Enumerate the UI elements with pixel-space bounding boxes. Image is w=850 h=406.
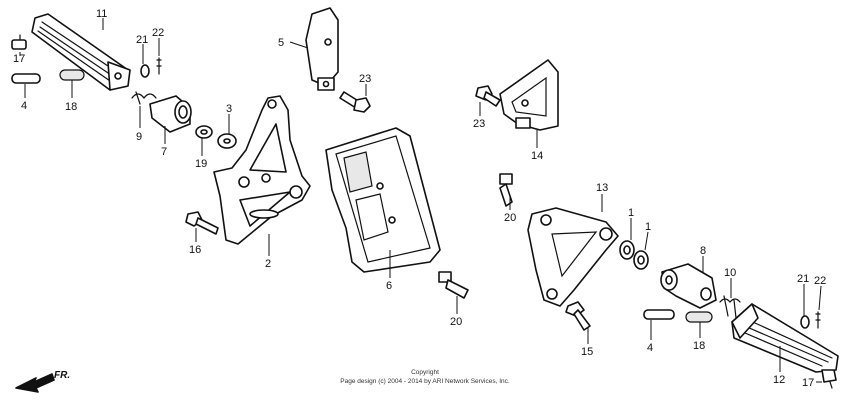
pin-4-right[interactable] bbox=[643, 309, 675, 320]
callout-20-lower: 20 bbox=[450, 316, 462, 328]
clip-22-left[interactable] bbox=[156, 57, 162, 75]
pin-17-left[interactable] bbox=[11, 34, 27, 50]
callout-1-a: 1 bbox=[628, 207, 634, 219]
callout-8: 8 bbox=[700, 245, 706, 257]
callout-6: 6 bbox=[386, 280, 392, 292]
callout-21-left: 21 bbox=[136, 34, 148, 46]
callout-4-right: 4 bbox=[647, 342, 653, 354]
bolt-23-right[interactable] bbox=[475, 85, 501, 107]
callout-10: 10 bbox=[724, 267, 736, 279]
clip-22-right[interactable] bbox=[815, 311, 821, 329]
heel-guard-14[interactable] bbox=[499, 59, 559, 131]
bolt-15[interactable] bbox=[565, 301, 591, 331]
spring-10[interactable] bbox=[719, 295, 741, 319]
callout-17-right: 17 bbox=[802, 377, 814, 389]
callout-11: 11 bbox=[96, 8, 107, 20]
right-footpeg[interactable] bbox=[731, 303, 839, 373]
pin-18-left[interactable] bbox=[59, 69, 85, 81]
spring-9-left[interactable] bbox=[131, 91, 157, 105]
left-footpeg[interactable] bbox=[31, 13, 131, 91]
callout-14: 14 bbox=[531, 150, 543, 162]
heel-guard-5[interactable] bbox=[305, 7, 339, 91]
callout-22-right: 22 bbox=[814, 275, 826, 287]
bracket-8[interactable] bbox=[660, 263, 717, 309]
washer-3-left[interactable] bbox=[217, 133, 237, 149]
callout-2: 2 bbox=[265, 258, 271, 270]
callout-1-b: 1 bbox=[645, 221, 651, 233]
callout-13: 13 bbox=[596, 182, 608, 194]
callout-22-left: 22 bbox=[152, 27, 164, 39]
copyright-line-2: Page design (c) 2004 - 2014 by ARI Netwo… bbox=[340, 378, 510, 385]
callout-15: 15 bbox=[581, 346, 593, 358]
washer-21-right[interactable] bbox=[800, 315, 810, 329]
pin-4-left[interactable] bbox=[11, 73, 41, 84]
step-holder-13[interactable] bbox=[527, 207, 619, 307]
callout-21-right: 21 bbox=[797, 273, 809, 285]
callout-12: 12 bbox=[773, 374, 785, 386]
pin-18-right[interactable] bbox=[685, 311, 713, 323]
pin-17-right[interactable] bbox=[821, 369, 837, 389]
bolt-20-lower[interactable] bbox=[438, 271, 469, 299]
callout-18-left: 18 bbox=[65, 101, 77, 113]
callout-5: 5 bbox=[278, 37, 284, 49]
copyright-notice: Copyright Page design (c) 2004 - 2014 by… bbox=[340, 369, 510, 385]
cover-6[interactable] bbox=[325, 127, 441, 273]
callout-20-upper: 20 bbox=[504, 212, 516, 224]
washer-1-b[interactable] bbox=[633, 250, 649, 270]
front-direction-arrow: FR. bbox=[15, 370, 70, 393]
leader-lines bbox=[19, 18, 822, 383]
washer-21-left[interactable] bbox=[140, 64, 150, 78]
callout-17-left: 17 bbox=[13, 53, 25, 65]
bolt-16[interactable] bbox=[185, 211, 219, 235]
callout-23-right: 23 bbox=[473, 118, 485, 130]
washer-19-left[interactable] bbox=[195, 125, 213, 139]
step-holder-2[interactable] bbox=[213, 95, 311, 245]
callout-4-left: 4 bbox=[21, 100, 27, 112]
callout-9: 9 bbox=[136, 131, 142, 143]
callout-23-left: 23 bbox=[359, 73, 371, 85]
svg-text:FR.: FR. bbox=[54, 370, 70, 381]
callout-19: 19 bbox=[195, 158, 207, 170]
washer-1-a[interactable] bbox=[619, 240, 635, 260]
bracket-7-left[interactable] bbox=[149, 95, 192, 133]
callout-7: 7 bbox=[161, 146, 167, 158]
callout-18-right: 18 bbox=[693, 340, 705, 352]
callout-3: 3 bbox=[226, 103, 232, 115]
callout-labels: 11 21 22 17 4 18 9 7 19 3 5 23 2 16 6 20… bbox=[13, 8, 826, 389]
callout-16: 16 bbox=[189, 244, 201, 256]
copyright-line-1: Copyright bbox=[411, 369, 439, 376]
bolt-23-left[interactable] bbox=[339, 91, 371, 113]
